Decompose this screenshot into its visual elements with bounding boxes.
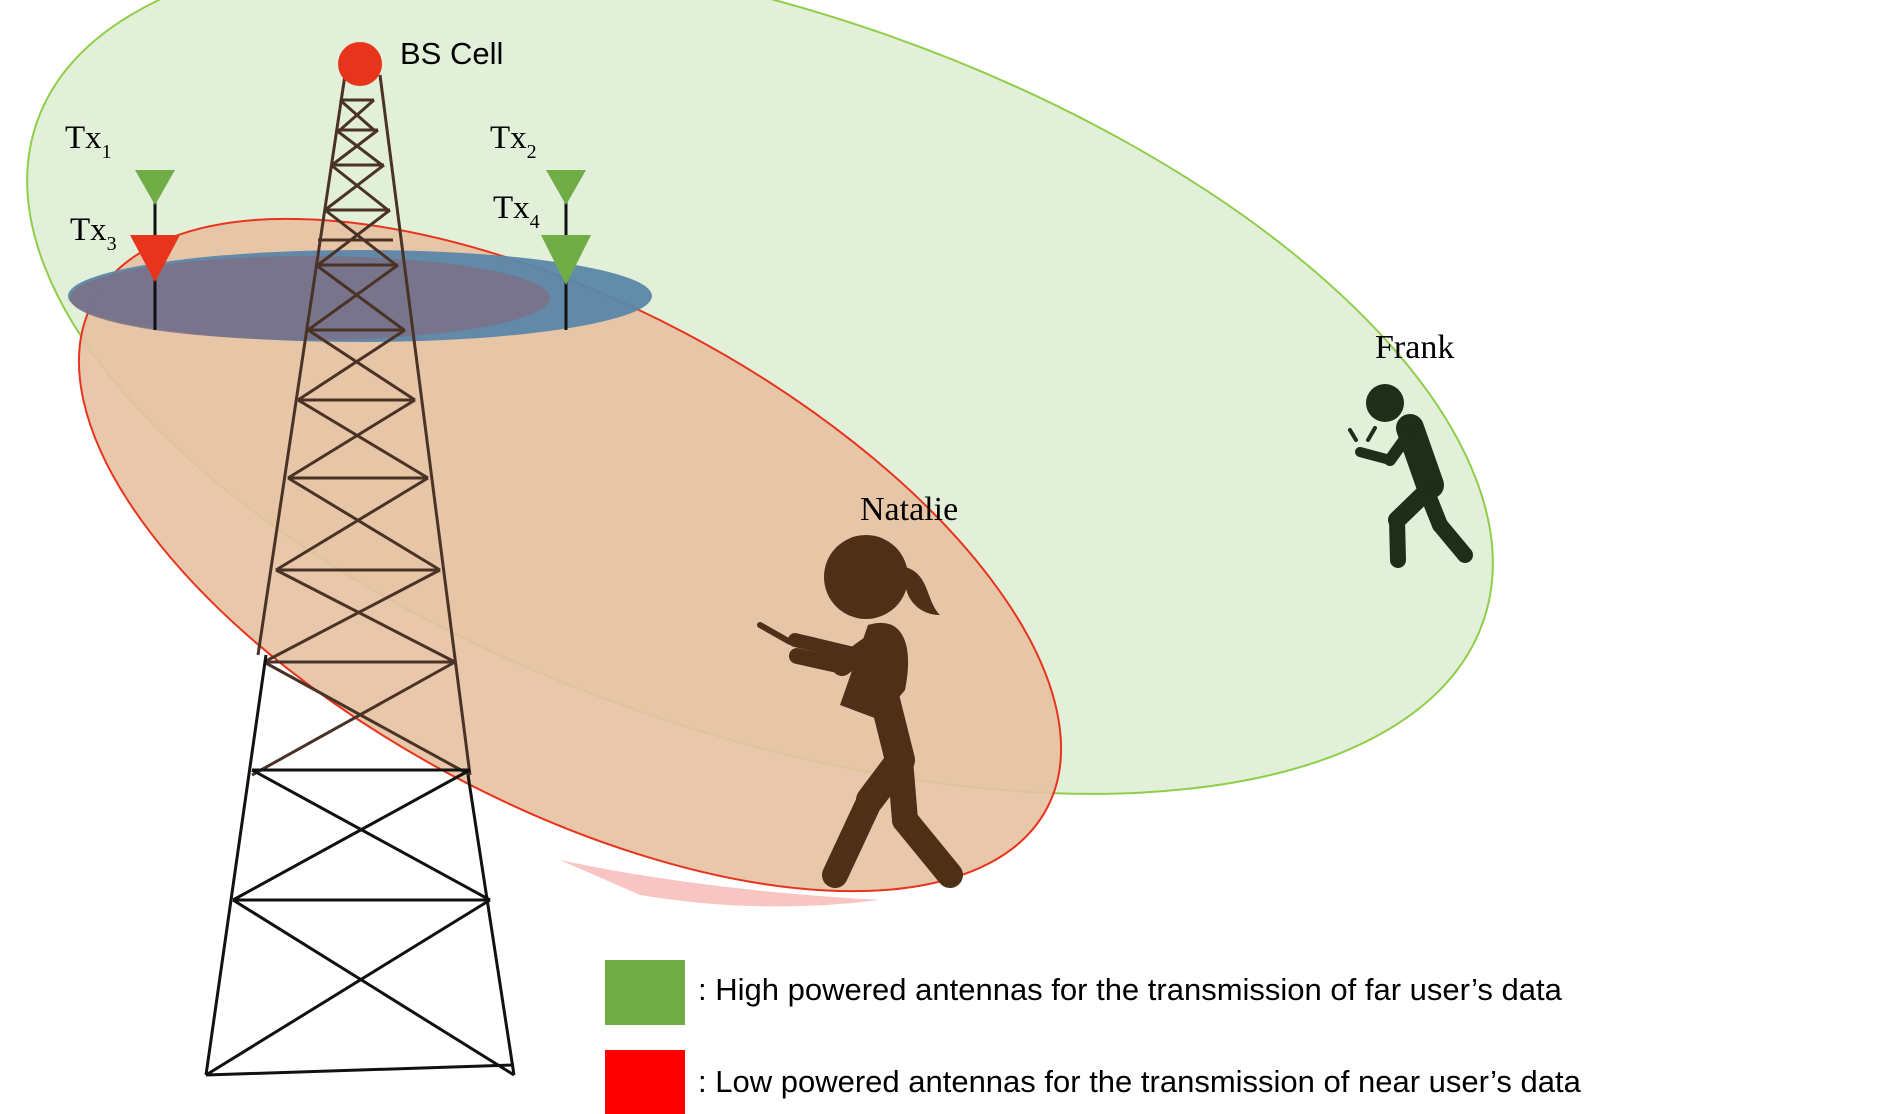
tx1-label: Tx [65,120,102,156]
antenna-tx2: Tx2 [490,120,586,240]
antenna-tx4: Tx4 [493,190,591,330]
legend-label-low-power: : Low powered antennas for the transmiss… [698,1064,1582,1099]
tx3-label: Tx [70,212,107,248]
tower [204,74,516,1077]
tx4-subscript: 4 [530,211,540,233]
tx3-subscript: 3 [107,233,117,255]
antenna-tx1: Tx1 [65,120,175,240]
near-user-coverage-edge [560,860,880,907]
legend-label-high-power: : High powered antennas for the transmis… [698,972,1563,1007]
bs-cell-label: BS Cell [400,36,503,71]
far-user-label: Frank [1375,329,1454,366]
svg-text:Tx1: Tx1 [65,120,112,163]
svg-text:Tx3: Tx3 [70,212,117,255]
legend: : High powered antennas for the transmis… [605,960,1582,1114]
tx4-label: Tx [493,190,530,226]
natalie-person-icon [757,535,963,888]
bs-cell-dot [338,42,382,86]
svg-text:Tx4: Tx4 [493,190,540,233]
legend-swatch-green [605,960,685,1025]
tx2-subscript: 2 [527,141,537,163]
antenna-tx3: Tx3 [70,212,180,330]
legend-swatch-red [605,1050,685,1114]
near-user-label: Natalie [860,491,958,528]
tx1-subscript: 1 [102,141,112,163]
svg-text:Tx2: Tx2 [490,120,537,163]
frank-person-icon [1348,384,1473,568]
tx2-label: Tx [490,120,527,156]
bs-platform-overlap [70,256,550,340]
